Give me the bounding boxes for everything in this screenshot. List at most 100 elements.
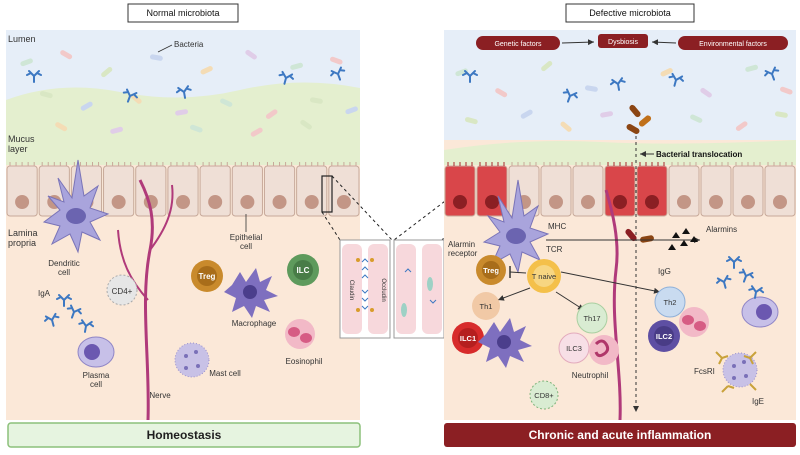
ilc3-cell-icon: ILC3 [558, 332, 590, 364]
ilc-label: ILC [297, 266, 310, 275]
antibody-icon [764, 66, 780, 81]
epithelial-cell [700, 162, 732, 217]
bacterium-icon [55, 122, 68, 132]
zoom-marker [321, 175, 333, 213]
mucus-label-2: layer [8, 144, 28, 154]
antibody-icon [726, 256, 742, 269]
nerve-label: Nerve [149, 391, 171, 400]
lumen-label: Lumen [8, 34, 36, 44]
epithelium-right [444, 162, 796, 217]
antibody-icon [748, 285, 765, 299]
environmental-factors-pill [678, 36, 788, 50]
epithelial-cell [328, 162, 360, 217]
macrophage-label: Macrophage [232, 319, 277, 328]
antibody-icon [462, 70, 478, 83]
plasma-label-2: cell [90, 380, 102, 389]
dysbiosis-label: Dysbiosis [608, 39, 638, 46]
bacterium-icon [149, 54, 163, 61]
bacterium-icon [290, 62, 303, 70]
alarmin-receptor-label-2: receptor [448, 249, 478, 258]
dendritic-label: Dendritic [48, 259, 80, 268]
bacterium-icon [464, 117, 478, 125]
bacterium-icon [660, 68, 673, 77]
epithelial-cell [6, 162, 38, 217]
bacterium-icon [200, 66, 213, 75]
bacteria-group-right [455, 60, 793, 132]
epithelial-cell [604, 162, 636, 217]
plasma-cell-icon [77, 336, 115, 368]
epithelial-cell [572, 162, 604, 217]
epithelium-left [6, 162, 360, 217]
antibody-icon [668, 72, 685, 87]
antibodies-right [715, 256, 765, 299]
epithelial-cell [636, 162, 668, 217]
translocation-label: Bacterial translocation [656, 150, 742, 159]
epithelial-cell [263, 162, 296, 217]
macrophage-icon-right [478, 318, 532, 368]
ilc3-label: ILC3 [566, 344, 582, 353]
alarmin-icon [668, 228, 698, 250]
antibody-icon [122, 88, 138, 103]
bacterium-icon [39, 91, 53, 99]
bacterium-icon [245, 49, 257, 60]
igg-label: IgG [658, 267, 671, 276]
tnaive-cell-icon: T naive [527, 259, 561, 293]
ilc1-cell-icon: ILC1 [452, 322, 484, 354]
alarmin-receptor-label: Alarmin [448, 240, 475, 249]
homeostasis-banner [7, 422, 361, 448]
left-header: Normal microbiota [146, 8, 219, 18]
ige-label: IgE [752, 397, 764, 406]
dendritic-cell-icon [42, 159, 110, 254]
antibody-icon [278, 70, 295, 85]
antibody-icon [330, 66, 346, 81]
th2-label: Th2 [664, 298, 677, 307]
antibody-icon [26, 70, 42, 83]
alarmins-label: Alarmins [706, 225, 737, 234]
bacterium-icon [780, 86, 793, 95]
mucus-layer [6, 82, 360, 165]
treg-cell-icon: Treg [191, 260, 223, 292]
epithelial-cell [668, 162, 700, 217]
antibody-icon [43, 312, 60, 327]
bacterium-icon [130, 93, 142, 104]
mast-cell-icon-right [722, 352, 758, 388]
bacterium-icon [625, 104, 654, 243]
genetic-factors-pill [476, 36, 560, 50]
neutrophil-label: Neutrophil [572, 371, 609, 380]
epithelial-label: Epithelial [230, 233, 263, 242]
mucus-label: Mucus [8, 134, 35, 144]
inflammation-banner [444, 423, 796, 447]
epithelial-label-2: cell [240, 242, 252, 251]
ilc2-cell-icon: ILC2 [648, 320, 680, 352]
bacterium-icon [584, 85, 598, 92]
occludin-label: Occludin [380, 278, 386, 301]
dendritic-label-2: cell [58, 268, 70, 277]
cd4-label: CD4+ [112, 287, 133, 296]
eosinophil-icon [285, 319, 315, 349]
antibody-icon [78, 319, 95, 333]
macrophage-icon [224, 268, 278, 318]
bacterium-icon [309, 97, 323, 104]
left-panel: CD4+ Treg ILC [6, 3, 361, 448]
antibody-icon [56, 294, 72, 307]
epithelial-cell [167, 162, 199, 217]
ilc1-label: ILC1 [460, 334, 476, 343]
th17-cell-icon: Th17 [576, 302, 608, 334]
mucus-layer-right [444, 140, 796, 165]
epithelial-cell [732, 162, 764, 217]
epithelial-cell [444, 162, 476, 217]
mast-label: Mast cell [209, 369, 241, 378]
nerve-fiber-right [604, 189, 622, 421]
nerve-fiber [138, 179, 154, 421]
inflammation-label: Chronic and acute inflammation [529, 428, 712, 442]
bacterium-icon [495, 88, 508, 98]
plasma-cell-icon-right [741, 296, 779, 328]
bacterium-icon [20, 58, 33, 67]
eosinophil-label: Eosinophil [286, 357, 323, 366]
bacterium-icon [220, 98, 233, 107]
epithelial-cell [296, 162, 328, 217]
bacterium-icon [110, 126, 123, 134]
antibody-icon [562, 88, 578, 103]
antibody-icon [738, 268, 754, 283]
